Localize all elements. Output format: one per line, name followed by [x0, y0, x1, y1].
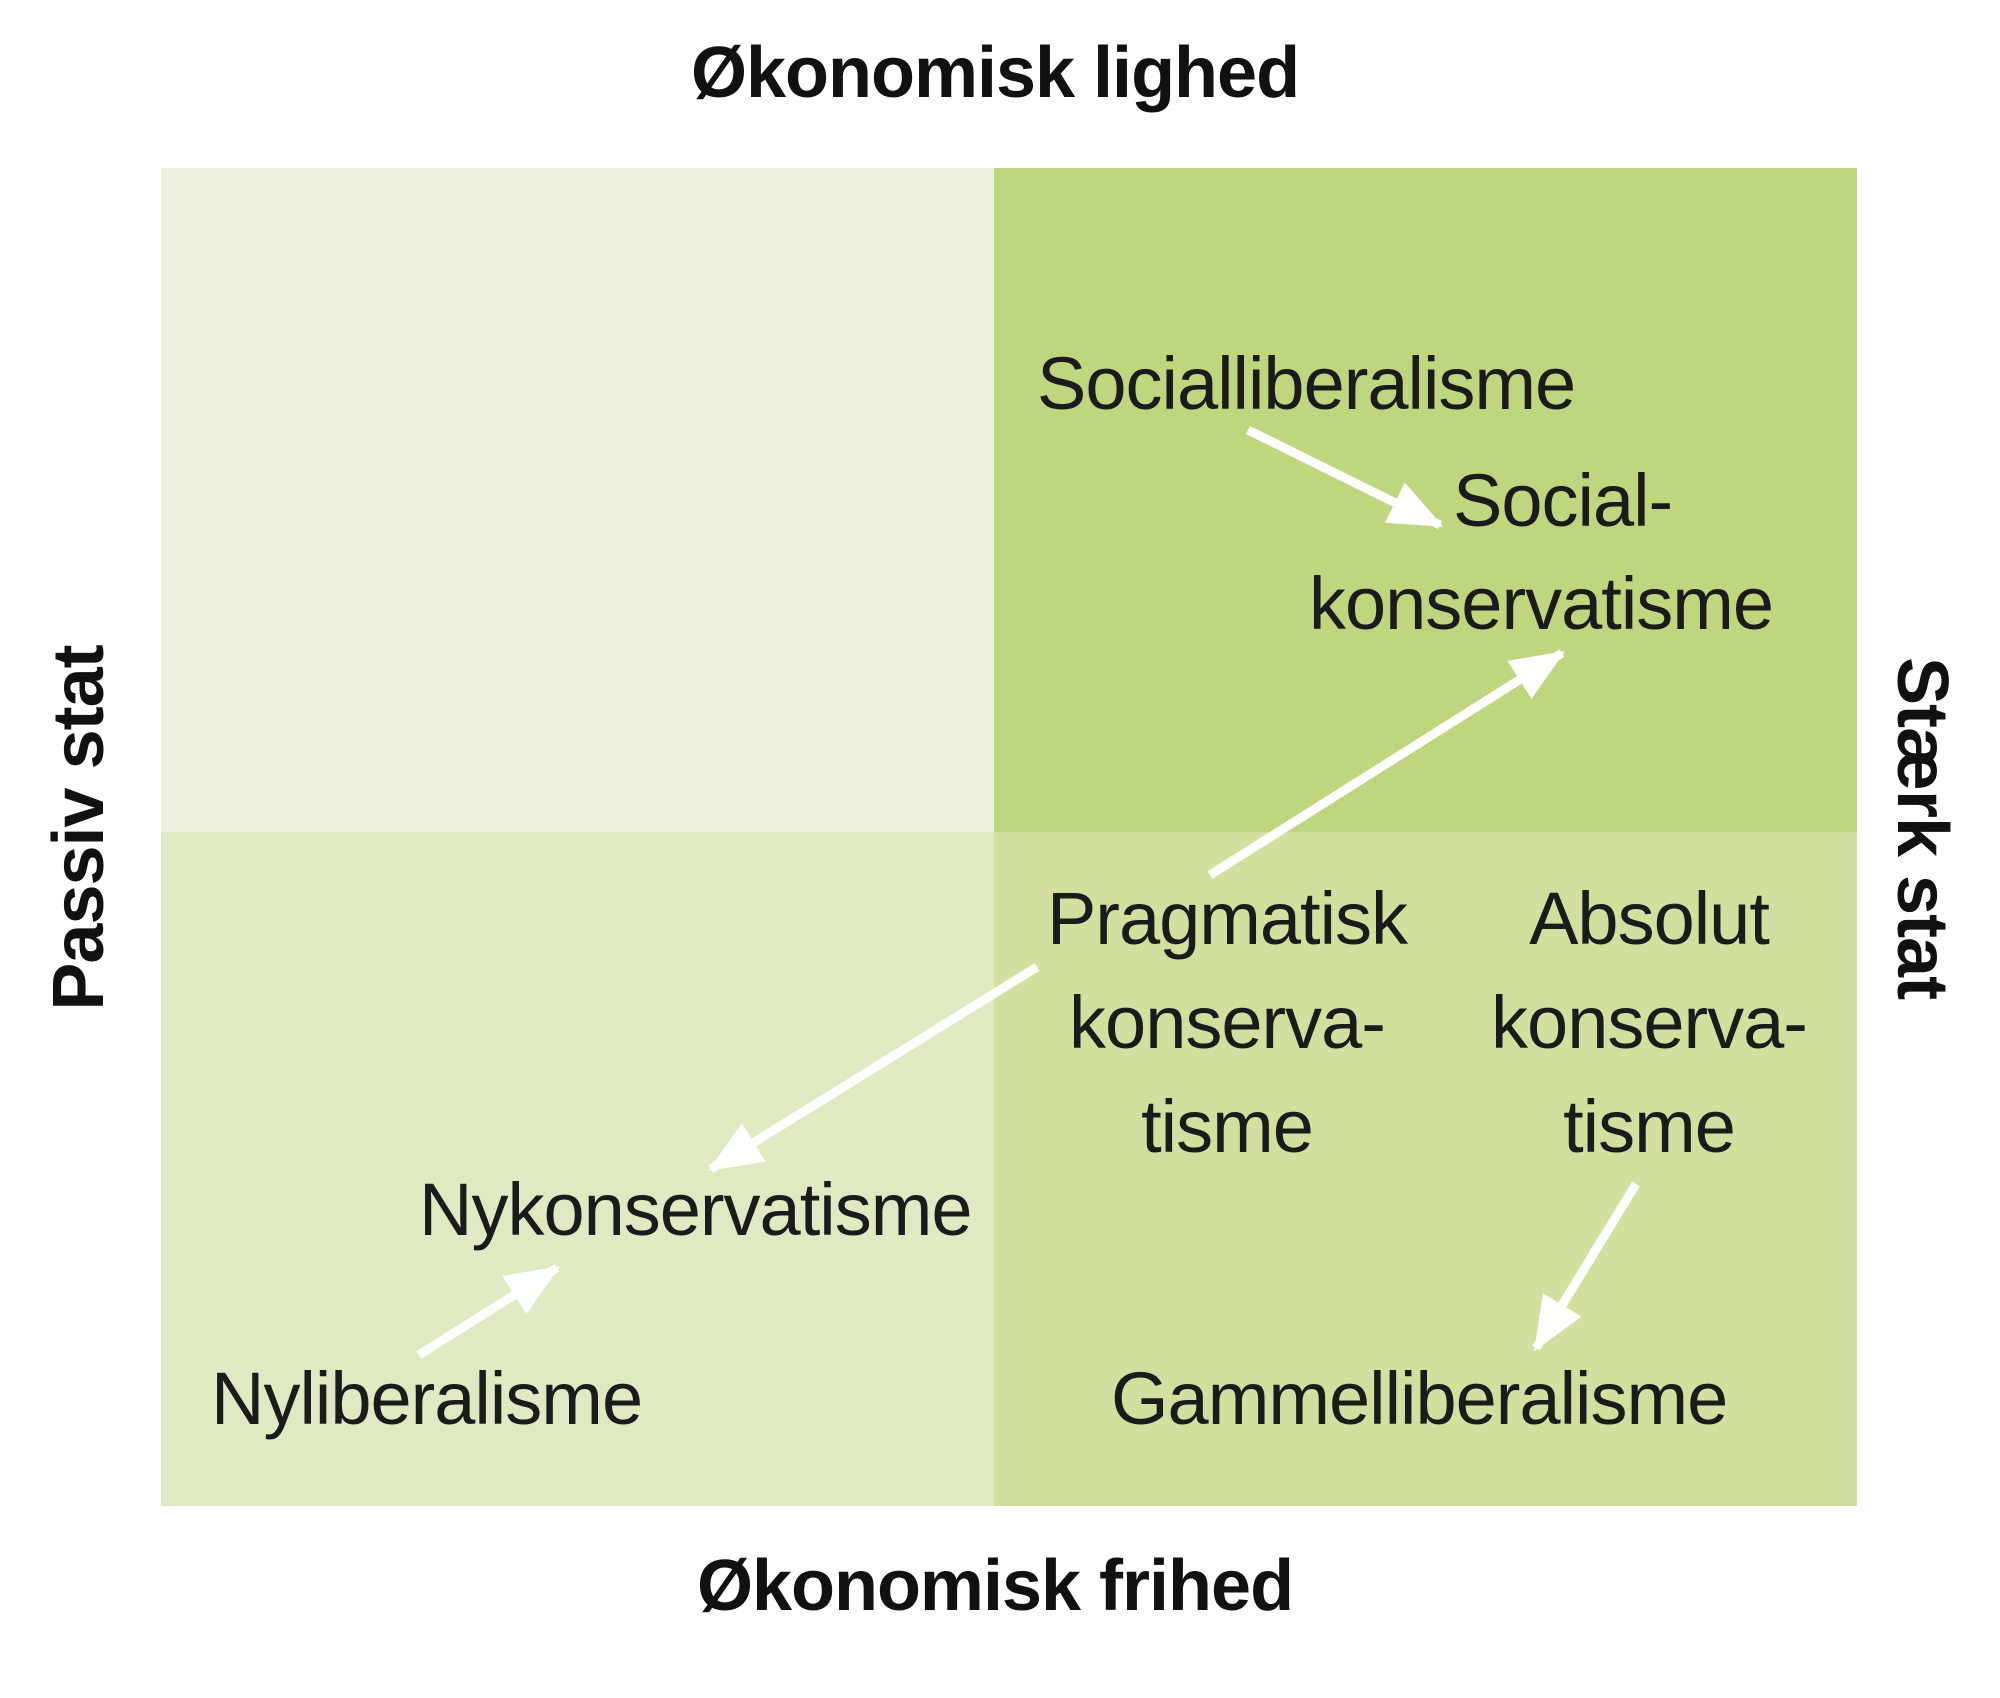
label-pragmatisk-konservatisme: Pragmatisk konserva- tisme	[1027, 867, 1427, 1179]
label-pragmatisk-line3: tisme	[1141, 1085, 1314, 1168]
axis-label-top: Økonomisk lighed	[690, 33, 1300, 113]
label-gammelliberalisme: Gammelliberalisme	[1111, 1357, 1728, 1440]
label-pragmatisk-line1: Pragmatisk	[1046, 877, 1408, 960]
axis-label-bottom: Økonomisk frihed	[696, 1546, 1294, 1626]
label-socialkonservatisme: Social- konservatisme	[1309, 449, 1774, 655]
axis-label-left: Passiv stat	[39, 645, 119, 1011]
label-absolut-line1: Absolut	[1529, 877, 1770, 960]
label-socialkonservatisme-line2: konservatisme	[1309, 562, 1774, 645]
label-nykonservatisme: Nykonservatisme	[419, 1168, 973, 1251]
label-absolut-line2: konserva-	[1491, 981, 1808, 1064]
quadrant-top-left	[161, 168, 994, 832]
label-absolut-konservatisme: Absolut konserva- tisme	[1449, 867, 1849, 1179]
axis-label-right: Stærk stat	[1882, 656, 1962, 1000]
label-pragmatisk-line2: konserva-	[1069, 981, 1386, 1064]
label-absolut-line3: tisme	[1563, 1085, 1736, 1168]
label-socialkonservatisme-line1: Social-	[1453, 459, 1673, 542]
label-nyliberalisme: Nyliberalisme	[211, 1357, 643, 1440]
quadrant-bottom-right	[994, 832, 1857, 1506]
label-socialliberalisme: Socialliberalisme	[1037, 342, 1576, 425]
